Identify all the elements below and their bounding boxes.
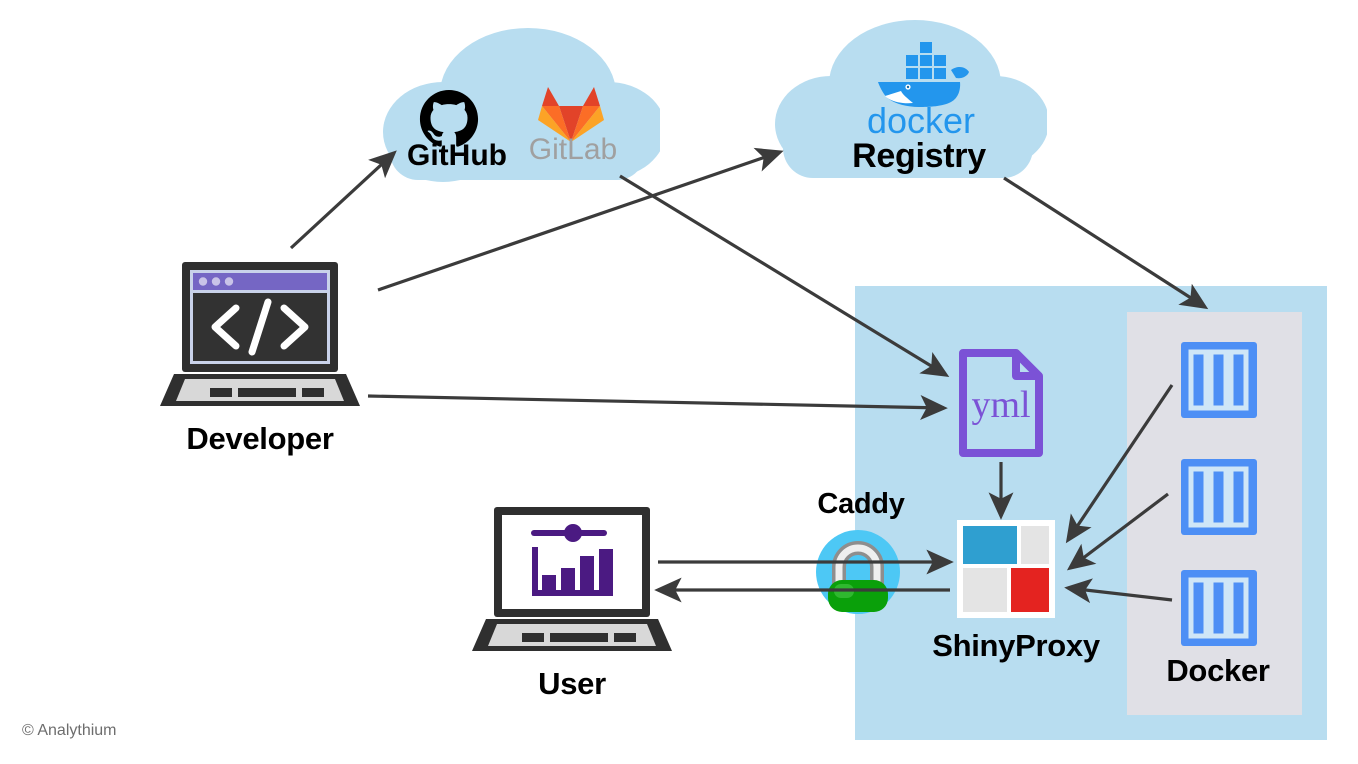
registry-cloud <box>775 20 1047 178</box>
container-icon <box>1181 342 1257 418</box>
shinyproxy-logo-icon <box>957 520 1055 618</box>
docker-word-label: docker <box>866 100 976 141</box>
docker-label: Docker <box>1166 653 1270 688</box>
user-label: User <box>538 666 606 701</box>
registry-label: Registry <box>852 137 986 175</box>
container-icon <box>1181 570 1257 646</box>
developer-laptop-icon <box>160 262 360 406</box>
github-icon <box>419 89 479 147</box>
yml-label: yml <box>971 384 1031 426</box>
gitlab-icon <box>538 87 604 142</box>
container-icon <box>1181 459 1257 535</box>
copyright-text: © Analythium <box>22 722 117 739</box>
shinyproxy-label: ShinyProxy <box>932 628 1100 663</box>
gitlab-label: GitLab <box>528 133 618 166</box>
docker-whale-icon <box>878 42 969 107</box>
arrow-developer-to-git <box>289 150 397 250</box>
caddy-padlock-icon <box>816 530 900 614</box>
yml-file-icon <box>959 349 1043 457</box>
developer-label: Developer <box>186 421 334 456</box>
caddy-label: Caddy <box>817 488 905 520</box>
user-laptop-icon <box>472 507 672 651</box>
github-label: GitHub <box>407 139 507 172</box>
